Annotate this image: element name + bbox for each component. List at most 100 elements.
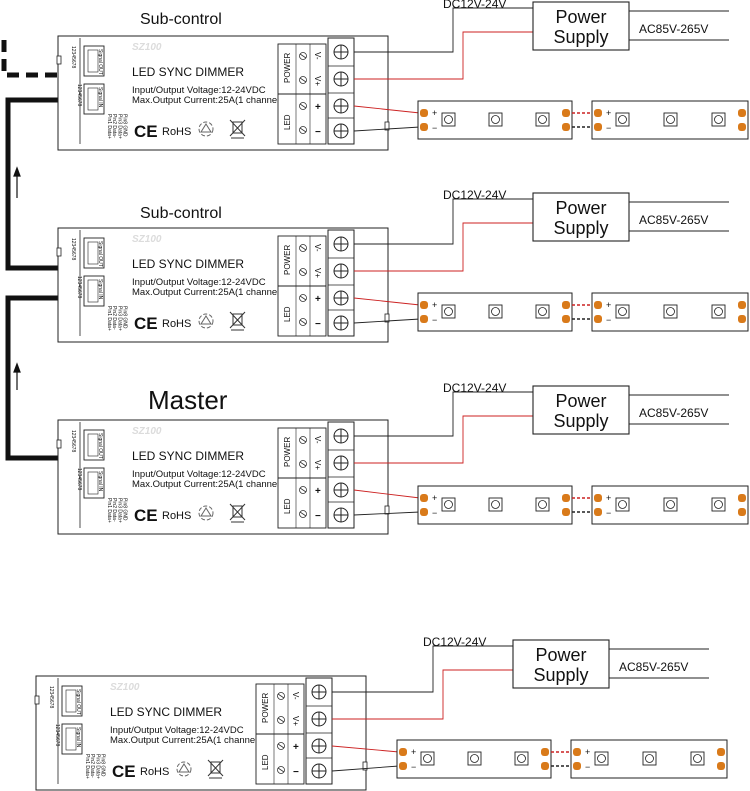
terminal-screw-icon[interactable]: [333, 123, 349, 139]
terminal-screw-icon[interactable]: [333, 236, 349, 252]
pin-numbers-in: 12345678: [76, 468, 82, 490]
solder-pad: [594, 508, 602, 516]
led-chip-icon: [514, 751, 529, 766]
recycle-icon: [198, 121, 214, 137]
pin-legend-0: Pin1 Data+: [106, 498, 112, 523]
signal-in-port[interactable]: [83, 275, 105, 307]
terminal-screw-icon[interactable]: [333, 44, 349, 60]
signal-in-port[interactable]: [61, 723, 83, 755]
v-minus-label: V-: [313, 244, 322, 252]
led-minus-label: −: [315, 511, 321, 522]
small-screw-icon: [299, 52, 307, 60]
strip-minus: −: [606, 123, 611, 133]
strip-plus: +: [411, 747, 416, 757]
pin-legend-3: Pin8 GND: [122, 114, 128, 137]
v-minus-label: V-: [291, 692, 300, 700]
pin-legend-1: Pin2 Data-: [111, 114, 117, 138]
spec-line-1: Input/Output Voltage:12-24VDC: [132, 469, 266, 480]
solder-pad: [738, 508, 746, 516]
signal-out-port[interactable]: [61, 685, 83, 717]
small-screw-icon: [277, 742, 285, 750]
pin-legend-3: Pin8 GND: [100, 754, 106, 777]
ac-input-label: AC85V-265V: [639, 406, 708, 420]
terminal-screw-icon[interactable]: [311, 684, 327, 700]
pin-numbers-in: 12345678: [76, 276, 82, 298]
small-screw-icon: [299, 76, 307, 84]
terminal-screw-icon[interactable]: [311, 738, 327, 754]
strip-minus: −: [585, 762, 590, 772]
led-minus-label: −: [315, 127, 321, 138]
led-minus-label: −: [315, 319, 321, 330]
led-chip-icon: [663, 112, 678, 127]
weee-bin-icon: [207, 759, 224, 779]
power-supply-line1: Power: [555, 7, 606, 27]
signal-in-port[interactable]: [83, 467, 105, 499]
led-minus-label: −: [293, 767, 299, 778]
led-chip-icon: [535, 497, 550, 512]
led-label: LED: [283, 114, 292, 130]
signal-in-port[interactable]: [83, 83, 105, 115]
pin-legend-3: Pin8 GND: [122, 498, 128, 521]
signal-out-port[interactable]: [83, 45, 105, 77]
terminal-screw-icon[interactable]: [333, 263, 349, 279]
terminal-screw-icon[interactable]: [333, 71, 349, 87]
wiring-sub-middle: [353, 198, 533, 324]
small-screw-icon: [299, 294, 307, 302]
signal-out-port[interactable]: [83, 237, 105, 269]
signal-direction-arrows: [13, 166, 21, 390]
led-strip-master-b: +−: [591, 485, 749, 525]
small-screw-icon: [299, 102, 307, 110]
terminal-screw-icon[interactable]: [311, 763, 327, 779]
signal-out-port[interactable]: [83, 429, 105, 461]
solder-pad: [562, 508, 570, 516]
solder-pad: [562, 301, 570, 309]
strip-link-master: [572, 497, 592, 513]
solder-pad: [562, 109, 570, 117]
power-supply-line2: Supply: [553, 27, 608, 47]
port-out-label: Signal OUT: [97, 433, 103, 459]
small-screw-icon: [277, 716, 285, 724]
dc-output-label-sub-middle: DC12V-24V: [443, 188, 506, 202]
pin-legend-0: Pin1 Data+: [106, 114, 112, 139]
led-plus-label: +: [315, 102, 321, 113]
terminal-screw-icon[interactable]: [333, 428, 349, 444]
dc-output-label-master: DC12V-24V: [443, 381, 506, 395]
solder-pad: [573, 748, 581, 756]
small-screw-icon: [299, 460, 307, 468]
v-plus-label: V+: [313, 268, 322, 278]
rohs-mark: RoHS: [162, 126, 191, 138]
weee-bin-icon: [229, 119, 246, 139]
terminal-screw-icon[interactable]: [333, 290, 349, 306]
led-chip-icon: [690, 751, 705, 766]
dc-output-label-standalone: DC12V-24V: [423, 635, 486, 649]
led-strip-sub-top-b: +−: [591, 100, 749, 140]
led-plus-label: +: [293, 742, 299, 753]
solder-pad: [541, 748, 549, 756]
strip-plus: +: [432, 108, 437, 118]
led-strip-sub-middle-b: +−: [591, 292, 749, 332]
pin-legend-2: Pin3 Data+: [116, 306, 122, 331]
strip-link-standalone: [551, 751, 571, 767]
led-chip-icon: [594, 751, 609, 766]
terminal-screw-icon[interactable]: [333, 482, 349, 498]
strip-plus: +: [432, 493, 437, 503]
spec-line-2: Max.Output Current:25A(1 channel): [132, 95, 283, 106]
power-label: POWER: [261, 693, 270, 723]
label-sub-control-middle: Sub-control: [140, 205, 222, 222]
solder-pad: [594, 109, 602, 117]
terminal-screw-icon[interactable]: [333, 455, 349, 471]
terminal-screw-icon[interactable]: [333, 507, 349, 523]
port-out-label: Signal OUT: [97, 49, 103, 75]
solder-pad: [738, 494, 746, 502]
terminal-screw-icon[interactable]: [333, 315, 349, 331]
spec-line-1: Input/Output Voltage:12-24VDC: [132, 277, 266, 288]
recycle-icon: [176, 761, 192, 777]
terminal-screw-icon[interactable]: [311, 711, 327, 727]
terminal-screw-icon[interactable]: [333, 98, 349, 114]
